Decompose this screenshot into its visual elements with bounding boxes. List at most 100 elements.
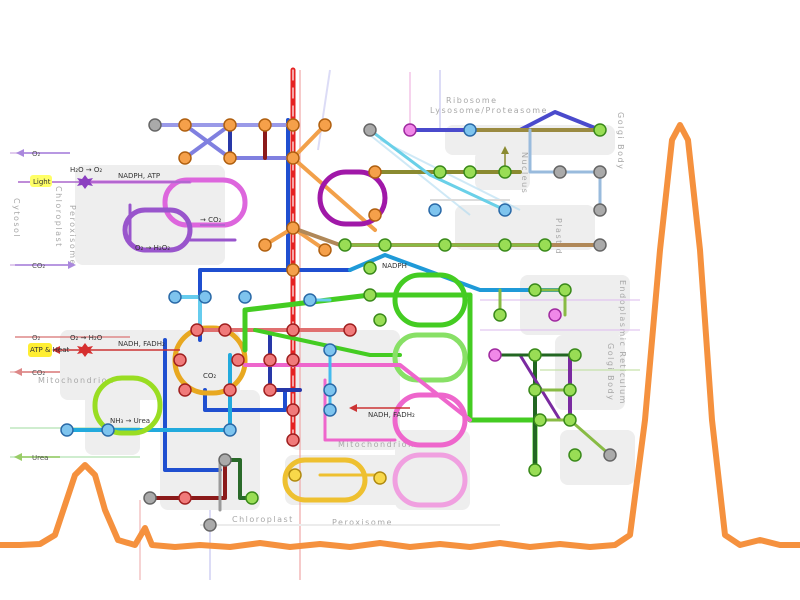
metabolite-node xyxy=(363,123,377,137)
light-box xyxy=(30,175,52,187)
label-co2-tca: CO₂ xyxy=(203,372,216,380)
metabolite-node xyxy=(288,468,302,482)
energy-star-icon xyxy=(77,343,93,357)
metabolite-node xyxy=(378,238,392,252)
label-nadph-atp: NADPH, ATP xyxy=(118,172,160,180)
metabolite-node xyxy=(323,383,337,397)
metabolite-node xyxy=(593,165,607,179)
metabolite-node xyxy=(338,238,352,252)
metabolite-node xyxy=(563,413,577,427)
metabolite-node xyxy=(245,491,259,505)
metabolite-node xyxy=(218,453,232,467)
metabolite-node xyxy=(218,323,232,337)
metabolite-node xyxy=(363,288,377,302)
metabolite-node xyxy=(203,518,217,532)
metabolite-node xyxy=(368,208,382,222)
region-ribosome: Ribosome xyxy=(446,96,498,105)
metabolite-node xyxy=(498,165,512,179)
metabolite-node xyxy=(143,491,157,505)
metabolite-node xyxy=(493,308,507,322)
label-nh3-urea: NH₃ → Urea xyxy=(110,417,150,425)
metabolite-node xyxy=(178,151,192,165)
region-plastid: Plastid xyxy=(554,218,563,255)
label-co2-mito: CO₂ xyxy=(32,369,45,377)
light-label: Light xyxy=(33,178,51,186)
metabolite-node xyxy=(498,203,512,217)
region-golgi-right: Golgi Body xyxy=(606,343,615,401)
label-nadh-fadh: NADH, FADH₂ xyxy=(118,340,165,348)
metabolite-node xyxy=(286,403,300,417)
metabolite-node xyxy=(286,221,300,235)
metabolite-node xyxy=(258,238,272,252)
metabolite-node xyxy=(223,151,237,165)
metabolite-node xyxy=(528,383,542,397)
metabolite-node xyxy=(263,383,277,397)
region-mitochondrion-left: Mitochondrion xyxy=(38,376,115,385)
metabolite-node xyxy=(343,323,357,337)
metabolite-node xyxy=(238,290,252,304)
metabolite-node xyxy=(538,238,552,252)
metabolite-node xyxy=(223,383,237,397)
metabolite-node xyxy=(303,293,317,307)
label-co2-chloro: → CO₂ xyxy=(200,216,221,224)
metabolite-node xyxy=(198,290,212,304)
metabolite-node xyxy=(553,165,567,179)
metabolite-node xyxy=(173,353,187,367)
atp-box xyxy=(28,343,52,357)
metabolite-node xyxy=(373,471,387,485)
metabolite-node xyxy=(528,283,542,297)
metabolite-node xyxy=(368,165,382,179)
label-o2-h2o: O₂ → H₂O xyxy=(70,334,103,342)
metabolite-node xyxy=(433,165,447,179)
metabolite-node xyxy=(463,165,477,179)
label-co2-top: CO₂ xyxy=(32,262,45,270)
metabolite-node xyxy=(528,463,542,477)
label-h2o-o2: H₂O → O₂ xyxy=(70,166,102,174)
metabolite-node xyxy=(528,348,542,362)
label-o2-mito: O₂ xyxy=(32,334,41,342)
metabolite-node xyxy=(231,353,245,367)
label-nadh-fadh-bottom: NADH, FADH₂ xyxy=(368,411,415,419)
metabolite-node xyxy=(548,308,562,322)
sun-icon xyxy=(77,175,93,189)
metabolite-node xyxy=(178,118,192,132)
metabolite-node xyxy=(533,413,547,427)
metabolite-node xyxy=(258,118,272,132)
overlay-curve xyxy=(0,122,800,550)
light-badge: Light xyxy=(30,175,52,187)
metabolite-node xyxy=(323,403,337,417)
region-mitochondrion-bottom: Mitochondrion xyxy=(338,440,415,449)
region-nucleus: Nucleus xyxy=(520,152,529,194)
metabolite-node xyxy=(60,423,74,437)
metabolite-node xyxy=(286,263,300,277)
metabolite-node xyxy=(318,243,332,257)
region-golgi-top: Golgi Body xyxy=(616,112,625,170)
metabolite-node xyxy=(568,348,582,362)
metabolite-node xyxy=(318,118,332,132)
metabolite-node xyxy=(286,151,300,165)
region-peroxisome-left: Peroxisome xyxy=(68,205,77,266)
atp-heat-label: ATP & Heat xyxy=(30,346,70,354)
metabolite-node xyxy=(438,238,452,252)
metabolite-node xyxy=(603,448,617,462)
metabolite-node xyxy=(323,343,337,357)
region-labels: Cytosol Chloroplast Peroxisome Mitochond… xyxy=(12,96,627,527)
metabolite-node xyxy=(178,491,192,505)
label-o2-h2o2: O₂ → H₂O₂ xyxy=(135,244,170,252)
region-er: Endoplasmic Reticulum xyxy=(618,280,627,405)
metabolite-node xyxy=(593,203,607,217)
metabolite-node xyxy=(286,353,300,367)
metabolite-node xyxy=(223,118,237,132)
metabolite-node xyxy=(101,423,115,437)
metabolite-node xyxy=(428,203,442,217)
metabolite-node xyxy=(563,383,577,397)
metabolite-node xyxy=(148,118,162,132)
metabolite-node xyxy=(286,323,300,337)
label-urea: Urea xyxy=(32,454,48,462)
atp-badge: ATP & Heat xyxy=(28,343,70,357)
region-chloroplast-bottom: Chloroplast xyxy=(232,515,294,524)
metabolite-nodes xyxy=(60,118,617,532)
reaction-labels: O₂ H₂O → O₂ NADPH, ATP → CO₂ O₂ → H₂O₂ C… xyxy=(32,150,415,462)
